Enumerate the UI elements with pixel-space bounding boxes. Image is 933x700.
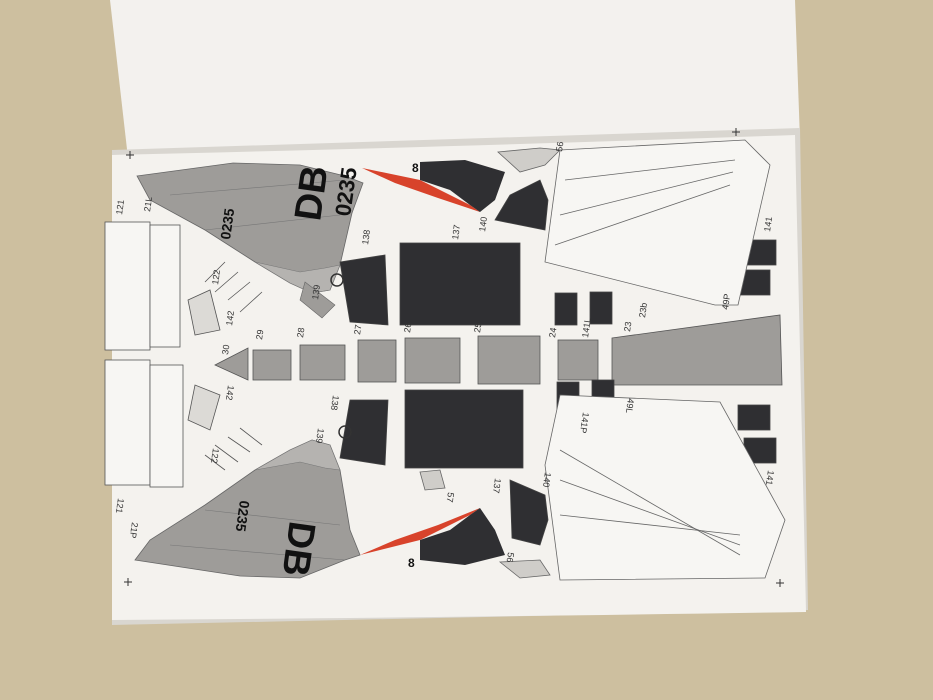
label-57: 57 bbox=[445, 492, 456, 503]
upper-fin-stripe bbox=[362, 168, 480, 212]
label-23b: 23b bbox=[637, 302, 649, 318]
label-21L: 21L bbox=[142, 196, 154, 212]
label-121-bot: 121 bbox=[114, 498, 126, 514]
upper-wing-serial-2: 0235 bbox=[217, 207, 237, 240]
label-49L: 49L bbox=[624, 398, 636, 414]
label-138-bot: 138 bbox=[329, 395, 341, 411]
crop-marks bbox=[124, 128, 784, 587]
label-139-bot: 139 bbox=[314, 428, 326, 444]
label-137-bot: 137 bbox=[491, 478, 503, 494]
label-140-top: 140 bbox=[477, 216, 489, 232]
top-page bbox=[110, 0, 800, 158]
label-141L: 141L bbox=[580, 317, 593, 338]
label-122-bot: 122 bbox=[209, 448, 221, 464]
label-21P: 21P bbox=[128, 522, 140, 539]
label-142-bot: 142 bbox=[224, 385, 236, 401]
label-24: 24 bbox=[547, 327, 558, 338]
label-142-top: 142 bbox=[224, 310, 236, 326]
label-49P: 49P bbox=[720, 293, 732, 310]
label-56-top: 56 bbox=[554, 141, 565, 152]
label-27: 27 bbox=[352, 324, 363, 335]
upper-tail-tip bbox=[299, 281, 336, 319]
label-141-bot: 141 bbox=[764, 470, 776, 486]
label-25: 25 bbox=[472, 322, 483, 333]
nose-cone-30 bbox=[214, 347, 249, 381]
lower-wing: DB 0235 8 bbox=[134, 439, 505, 579]
label-26: 26 bbox=[402, 322, 413, 333]
upper-wing-code: DB bbox=[287, 163, 336, 223]
fuselage-strip bbox=[214, 314, 783, 386]
label-121-top: 121 bbox=[114, 199, 126, 215]
right-wing-templates bbox=[419, 139, 786, 581]
label-138-top: 138 bbox=[360, 229, 372, 245]
label-29: 29 bbox=[254, 329, 265, 340]
label-141-top: 141 bbox=[762, 216, 774, 232]
lower-wing-number: 8 bbox=[408, 556, 415, 570]
label-28: 28 bbox=[295, 327, 306, 338]
left-column-parts bbox=[104, 221, 263, 488]
label-56-bot: 56 bbox=[505, 552, 516, 563]
upper-wing-number: 8 bbox=[412, 161, 419, 175]
label-139-top: 139 bbox=[310, 284, 322, 300]
label-122-top: 122 bbox=[210, 269, 222, 285]
label-140-bot: 140 bbox=[541, 472, 553, 488]
label-30: 30 bbox=[220, 344, 231, 355]
lower-fin-stripe bbox=[360, 508, 480, 555]
lower-wing-code: DB bbox=[273, 519, 322, 579]
lower-wing-serial: 0235 bbox=[233, 500, 253, 533]
label-23: 23 bbox=[622, 321, 633, 332]
tail-cone-23 bbox=[611, 314, 783, 386]
label-137-top: 137 bbox=[450, 224, 462, 240]
part-labels: 121 21L 122 142 139 138 137 140 56 30 29… bbox=[114, 141, 776, 563]
label-141P: 141P bbox=[578, 412, 591, 434]
upper-wing: 0235 DB 0235 8 bbox=[136, 160, 505, 319]
